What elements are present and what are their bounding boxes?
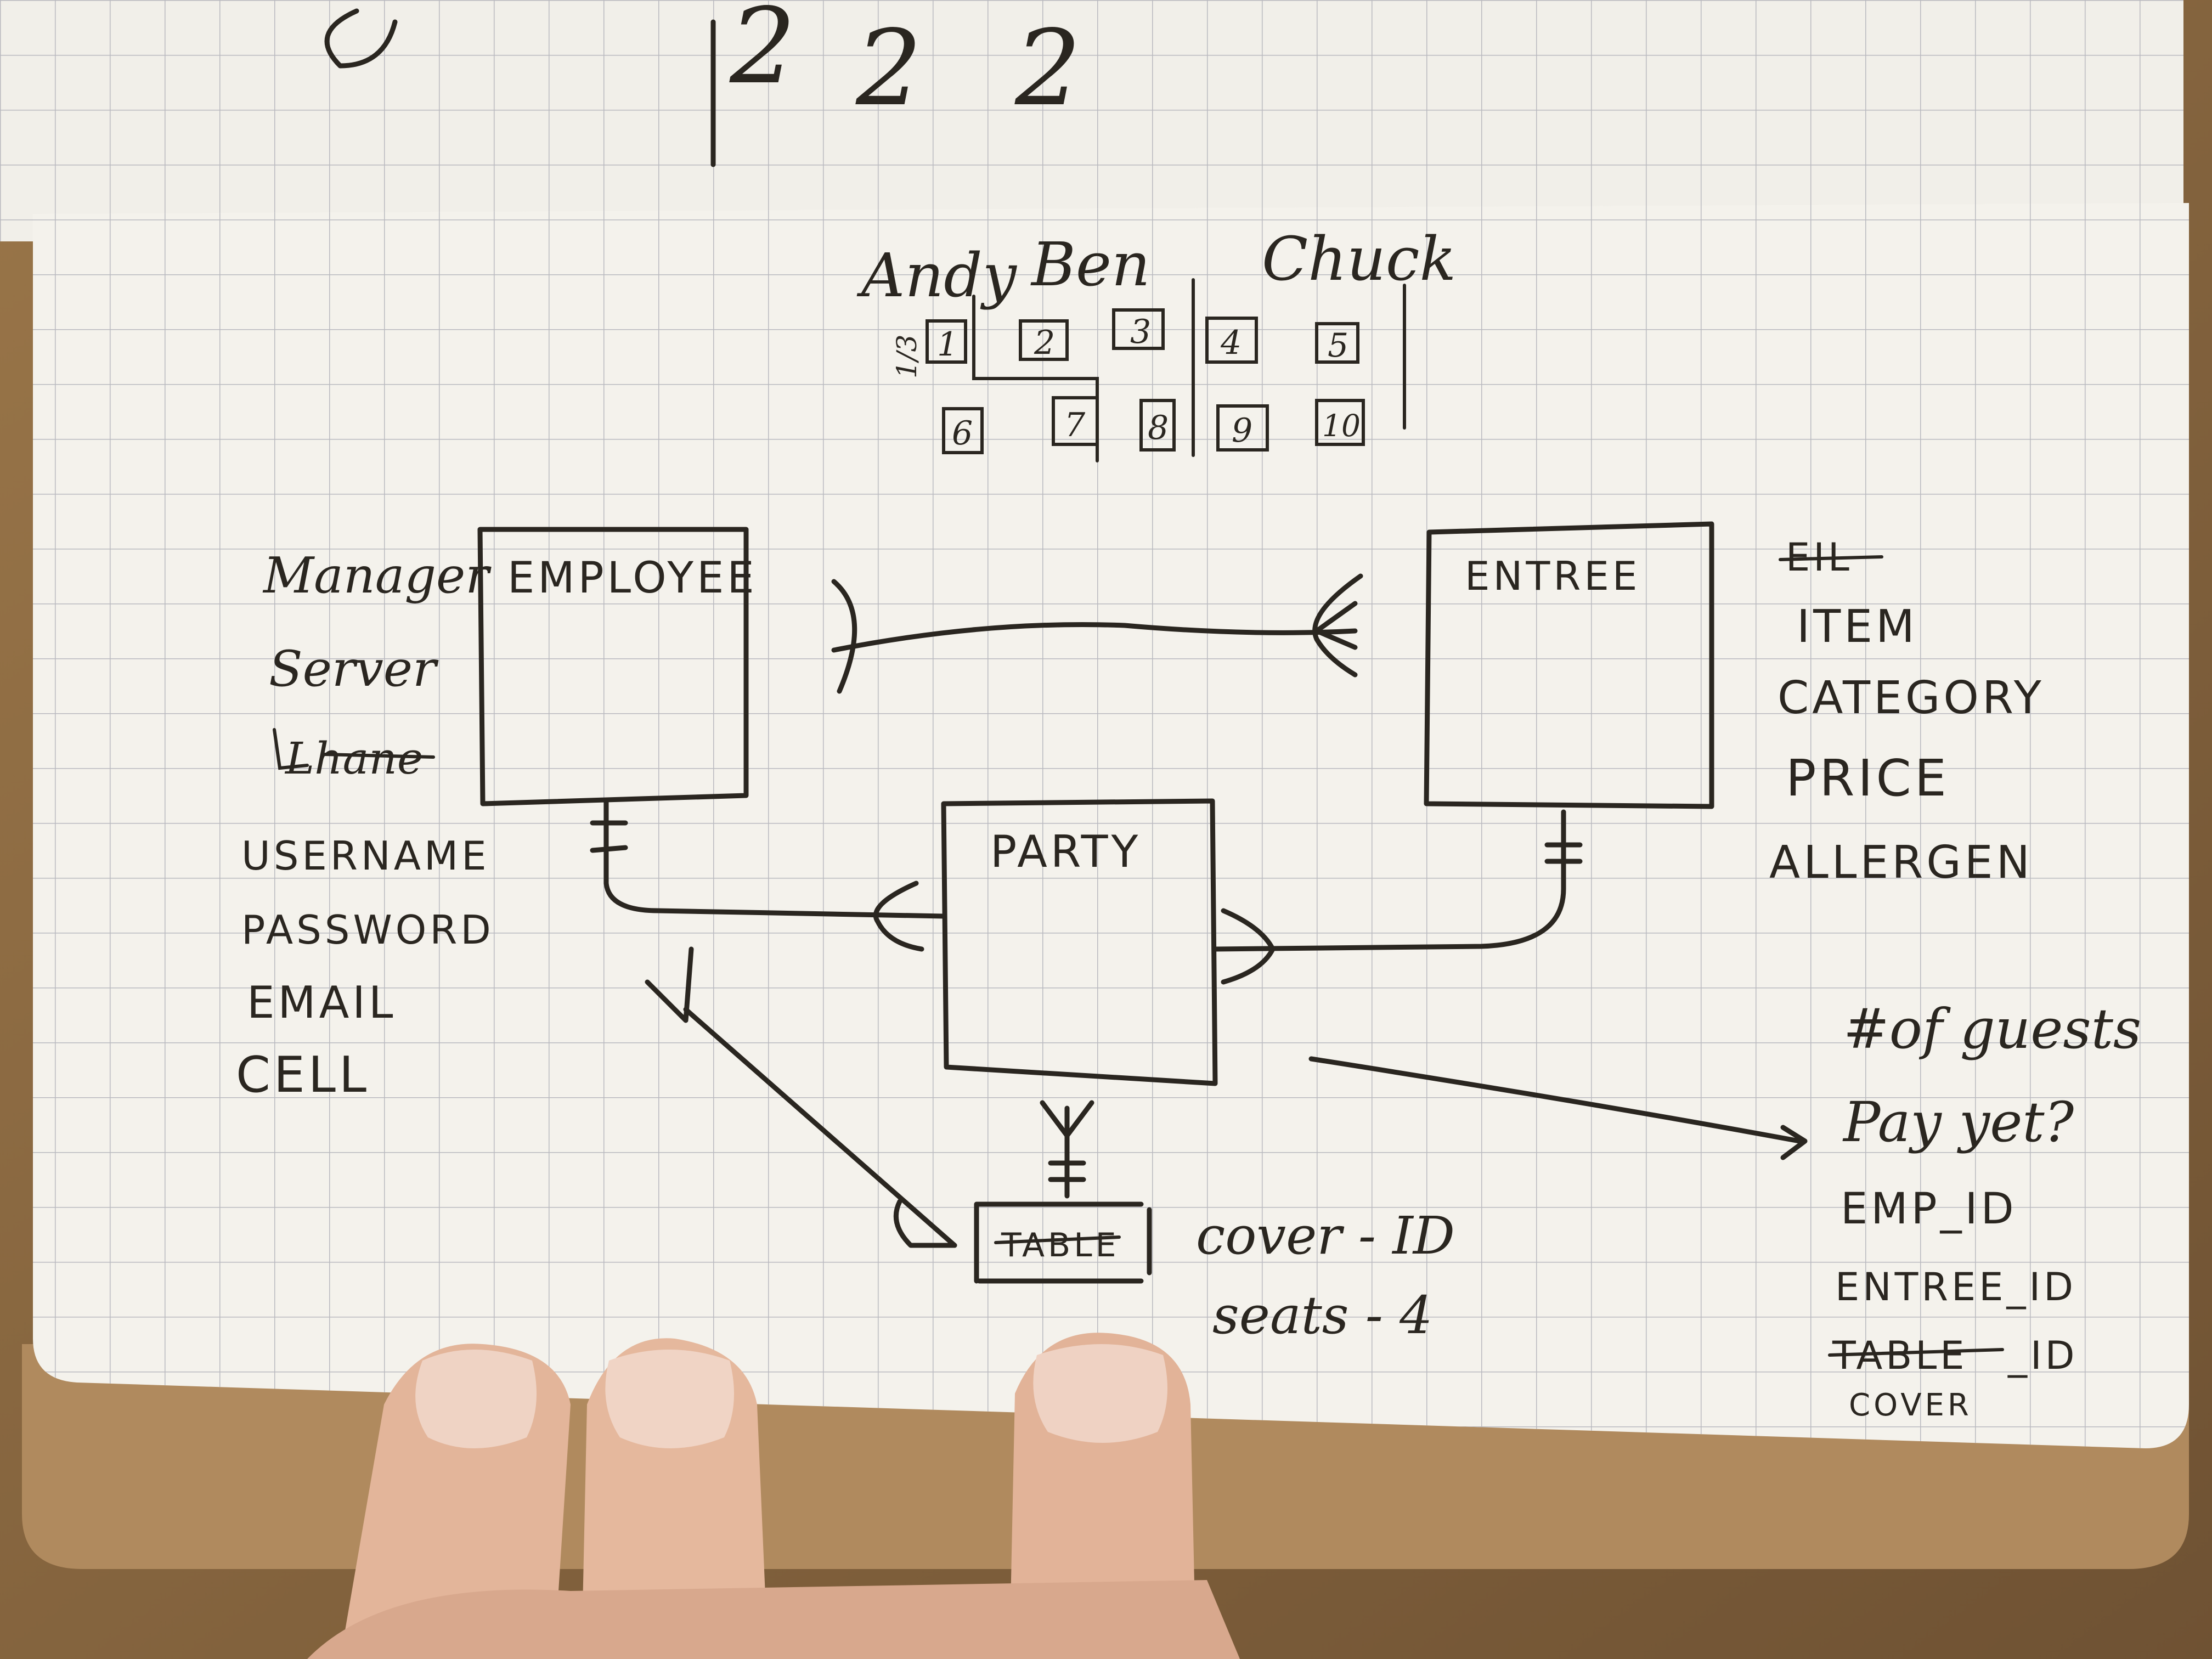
- table-field-cover: cover - ID: [1196, 1206, 1455, 1266]
- entree-title: ENTREE: [1465, 553, 1640, 599]
- hand-fingers: [307, 1333, 1240, 1659]
- svg-text:2: 2: [1034, 324, 1055, 362]
- svg-text:7: 7: [1064, 406, 1086, 444]
- role-server: Server: [269, 640, 439, 698]
- schedule-name-andy: Andy: [856, 240, 1018, 311]
- party-field-payyet: Pay yet?: [1842, 1090, 2075, 1154]
- schedule-fraction: 1/3: [891, 335, 923, 379]
- schedule-row-2: 6 7 8 9 10: [942, 396, 1365, 454]
- schedule-name-ben: Ben: [1030, 229, 1150, 300]
- employee-notes: Manager Server Lhane USERNAME PASSWORD E…: [236, 547, 494, 1104]
- field-username: USERNAME: [241, 833, 490, 879]
- field-email: EMAIL: [247, 977, 396, 1028]
- role-manager: Manager: [262, 547, 492, 605]
- hand-palm: [307, 1580, 1240, 1659]
- svg-text:10: 10: [1322, 408, 1361, 443]
- svg-text:3: 3: [1130, 313, 1151, 351]
- top-mark-3: 2: [1014, 8, 1081, 129]
- top-mark-2: 2: [855, 8, 922, 129]
- entree-notes: EIL ITEM CATEGORY PRICE ALLERGEN: [1769, 535, 2045, 889]
- role-lhane: Lhane: [284, 733, 423, 784]
- field-password: PASSWORD: [241, 907, 494, 953]
- party-notes: #of guests Pay yet? EMP_ID ENTREE_ID TAB…: [1828, 997, 2141, 1423]
- svg-text:9: 9: [1232, 411, 1252, 450]
- schedule-row-1: 1 2 3 4 5: [926, 308, 1359, 365]
- party-field-cover: COVER: [1849, 1387, 1972, 1423]
- field-cell: CELL: [236, 1046, 370, 1104]
- svg-text:6: 6: [952, 414, 973, 453]
- party-field-entreeid: ENTREE_ID: [1835, 1265, 2076, 1310]
- entree-field-item: ITEM: [1797, 601, 1918, 653]
- party-field-table-suffix: _ID: [2007, 1333, 2078, 1378]
- party-field-empid: EMP_ID: [1841, 1184, 2017, 1234]
- table-field-seats: seats - 4: [1212, 1285, 1432, 1346]
- top-page-marks: 2 2 2: [324, 0, 1081, 167]
- svg-text:1: 1: [937, 325, 958, 364]
- svg-text:4: 4: [1220, 324, 1242, 362]
- entree-entity: ENTREE: [1424, 521, 1714, 809]
- svg-text:5: 5: [1328, 326, 1348, 365]
- party-title: PARTY: [990, 826, 1141, 877]
- employee-title: EMPLOYEE: [507, 554, 758, 603]
- entree-field-allergen: ALLERGEN: [1769, 837, 2033, 889]
- entree-field-category: CATEGORY: [1778, 672, 2045, 724]
- svg-text:8: 8: [1148, 409, 1169, 447]
- table-notes: cover - ID seats - 4: [1196, 1206, 1455, 1346]
- top-mark-1: 2: [729, 0, 796, 107]
- schedule-sketch: Andy Ben Chuck 1/3 1 2 3 4 5 6 7 8 9 10: [856, 224, 1456, 462]
- employee-entity: EMPLOYEE: [477, 527, 758, 806]
- table-entity: TABLE: [974, 1201, 1152, 1284]
- party-entity: PARTY: [941, 798, 1218, 1086]
- schedule-name-chuck: Chuck: [1262, 224, 1456, 294]
- relationship-lines: [590, 573, 1808, 1248]
- party-field-guests: #of guests: [1843, 997, 2141, 1061]
- table-title: TABLE: [1001, 1226, 1120, 1265]
- entree-field-price: PRICE: [1786, 749, 1950, 808]
